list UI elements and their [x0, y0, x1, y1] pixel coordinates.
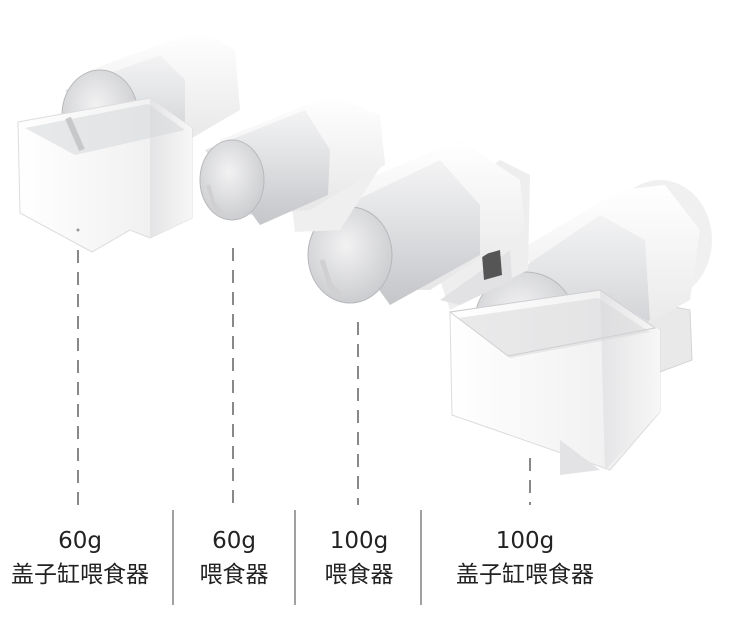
leader-lines [77, 248, 531, 505]
product-name: 盖子缸喂食器 [11, 562, 149, 588]
product-capacity: 100g [495, 528, 555, 554]
product-name: 喂食器 [324, 562, 394, 588]
feeder-60g [199, 95, 385, 232]
product-label-3: 100g 喂食器 [300, 524, 418, 592]
feeder-100g [307, 140, 530, 310]
feeder-100g-with-lid-bowl [448, 180, 712, 475]
column-dividers [172, 510, 422, 605]
feeder-60g-with-lid-bowl [17, 30, 240, 253]
product-name: 喂食器 [199, 562, 269, 588]
product-name: 盖子缸喂食器 [456, 562, 594, 588]
product-capacity: 100g [329, 528, 389, 554]
product-capacity: 60g [58, 528, 102, 554]
product-label-1: 60g 盖子缸喂食器 [0, 524, 160, 592]
product-capacity: 60g [212, 528, 256, 554]
product-label-2: 60g 喂食器 [178, 524, 290, 592]
product-label-4: 100g 盖子缸喂食器 [440, 524, 610, 592]
